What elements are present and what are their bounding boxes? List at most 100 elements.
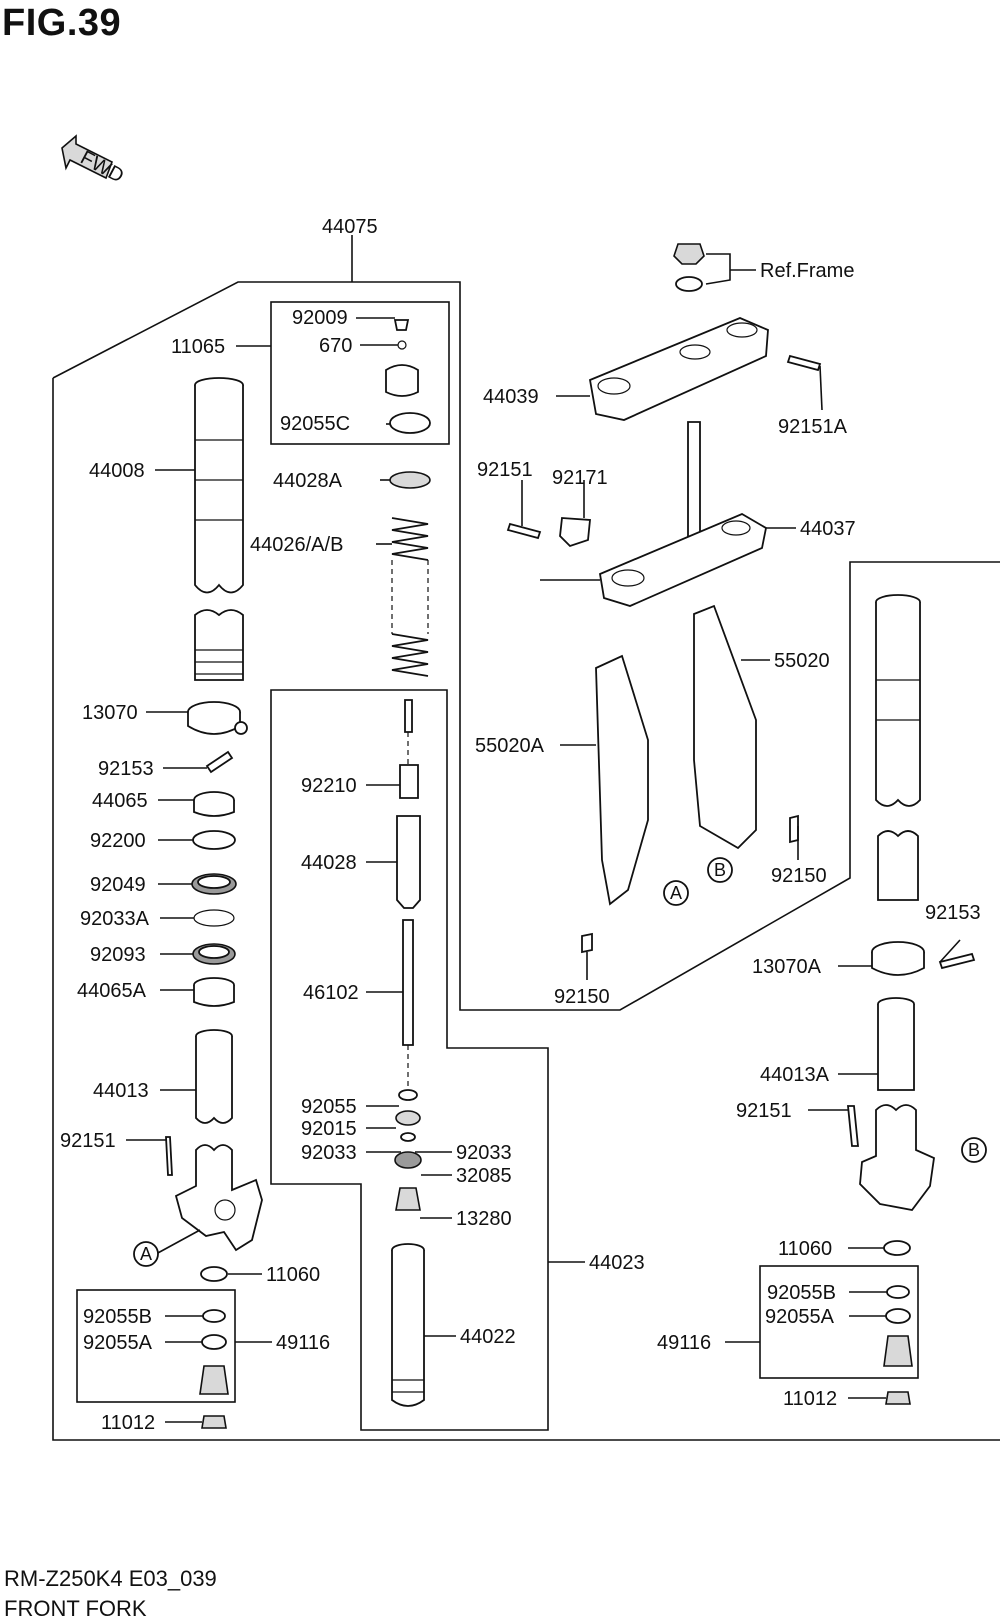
bolt-part-92151-left xyxy=(165,1136,173,1176)
label-670: 670 xyxy=(319,335,352,357)
group-box-49116-right xyxy=(759,1265,919,1379)
rod-46102 xyxy=(402,919,414,1046)
bolt-92150-left xyxy=(581,932,593,954)
bolt-92151-middle xyxy=(506,522,542,540)
label-ref-frame: Ref.Frame xyxy=(760,260,854,282)
label-49116-right: 49116 xyxy=(657,1332,711,1354)
rings-stack-left xyxy=(191,791,237,1007)
label-92150-left: 92150 xyxy=(554,986,610,1008)
guard-55020 xyxy=(693,604,757,850)
nut-11012-right xyxy=(885,1391,911,1405)
bolt-92151-right xyxy=(847,1105,859,1147)
label-13280: 13280 xyxy=(456,1208,512,1230)
label-11060-right: 11060 xyxy=(778,1238,832,1260)
group-box-44023 xyxy=(270,689,549,1431)
part-labels: 44075 11065 92009 670 92055C 44008 44028… xyxy=(60,216,981,1434)
group-box-11065 xyxy=(270,301,450,445)
guard-55020A xyxy=(595,654,649,906)
nut-92210 xyxy=(399,764,419,799)
label-44028: 44028 xyxy=(301,852,357,874)
label-92033A: 92033A xyxy=(80,908,150,930)
label-92055A-right: 92055A xyxy=(765,1306,835,1328)
bolt-92153-right xyxy=(938,952,976,970)
fwd-label: FWD xyxy=(77,147,128,188)
nut-ref-frame xyxy=(673,243,705,265)
clamp-13070A xyxy=(871,941,925,976)
label-44039: 44039 xyxy=(483,386,539,408)
label-92200: 92200 xyxy=(90,830,146,852)
label-92009: 92009 xyxy=(292,307,348,329)
cylinder-44022 xyxy=(391,1243,425,1407)
outer-tube-part xyxy=(194,377,244,594)
washer-11060-right xyxy=(883,1240,911,1256)
label-11012-left: 11012 xyxy=(101,1412,155,1434)
label-13070A: 13070A xyxy=(752,956,822,978)
label-11065: 11065 xyxy=(171,336,225,358)
label-44023: 44023 xyxy=(589,1252,645,1274)
axle-holder-part xyxy=(174,1144,263,1252)
label-92153-left: 92153 xyxy=(98,758,154,780)
label-11060-left: 11060 xyxy=(266,1264,320,1286)
assembly-outline-44075 xyxy=(52,281,1000,1441)
steering-stem-44037 xyxy=(598,421,768,607)
section-name: FRONT FORK xyxy=(4,1596,147,1621)
axle-holder-right xyxy=(859,1104,935,1211)
label-44013A: 44013A xyxy=(760,1064,830,1086)
label-44065A: 44065A xyxy=(77,980,147,1002)
label-44022: 44022 xyxy=(460,1326,516,1348)
label-92151-right: 92151 xyxy=(736,1100,792,1122)
marker-a-left: A xyxy=(140,1244,152,1264)
label-13070: 13070 xyxy=(82,702,138,724)
washer-ref-frame xyxy=(675,276,703,292)
spring-part xyxy=(391,517,429,677)
dust-seal-right xyxy=(877,830,919,901)
label-55020A: 55020A xyxy=(475,735,545,757)
cap-part xyxy=(385,364,419,397)
label-11012-right: 11012 xyxy=(783,1388,837,1410)
leader-lines xyxy=(126,253,961,1423)
bolt-92150-right xyxy=(789,814,799,844)
label-92015: 92015 xyxy=(301,1118,357,1140)
label-92153-right: 92153 xyxy=(925,902,981,924)
inner-tube-part xyxy=(195,1029,233,1124)
group-box-49116-left xyxy=(76,1289,236,1403)
marker-b-right: B xyxy=(968,1140,980,1160)
bolt-part-92153 xyxy=(205,750,234,774)
inner-tube-right xyxy=(877,997,915,1091)
rod-guide-44028 xyxy=(396,815,421,909)
upper-triple-clamp-44039 xyxy=(588,317,769,421)
valve-part-right xyxy=(883,1335,913,1367)
label-46102: 46102 xyxy=(303,982,359,1004)
label-92210: 92210 xyxy=(301,775,357,797)
label-44028A: 44028A xyxy=(273,470,343,492)
label-92093: 92093 xyxy=(90,944,146,966)
label-32085: 32085 xyxy=(456,1165,512,1187)
label-92033-a: 92033 xyxy=(301,1142,357,1164)
label-55020: 55020 xyxy=(774,650,830,672)
clamp-part xyxy=(187,701,248,735)
label-44065: 44065 xyxy=(92,790,148,812)
bracket-92171 xyxy=(559,517,591,548)
label-92150-right: 92150 xyxy=(771,865,827,887)
dust-seal-part xyxy=(194,609,244,681)
label-92055B-left: 92055B xyxy=(83,1306,152,1328)
fwd-arrow-icon: FWD xyxy=(61,134,128,188)
model-code: RM-Z250K4 E03_039 xyxy=(4,1566,217,1591)
marker-b-guard: B xyxy=(714,860,726,880)
label-49116-left: 49116 xyxy=(276,1332,330,1354)
label-92055B-right: 92055B xyxy=(767,1282,836,1304)
label-92049: 92049 xyxy=(90,874,146,896)
marker-a-guard: A xyxy=(670,883,682,903)
spring-seat-part xyxy=(389,471,431,489)
valve-13280 xyxy=(395,1187,421,1211)
label-92055C: 92055C xyxy=(280,413,350,435)
label-92151A: 92151A xyxy=(778,416,848,438)
rod-top-part xyxy=(404,699,413,733)
outer-tube-right xyxy=(875,594,921,807)
valve-part-left xyxy=(199,1365,229,1395)
label-92055A-left: 92055A xyxy=(83,1332,153,1354)
label-92033-b: 92033 xyxy=(456,1142,512,1164)
label-92151-left: 92151 xyxy=(60,1130,116,1152)
label-44075: 44075 xyxy=(322,216,378,238)
